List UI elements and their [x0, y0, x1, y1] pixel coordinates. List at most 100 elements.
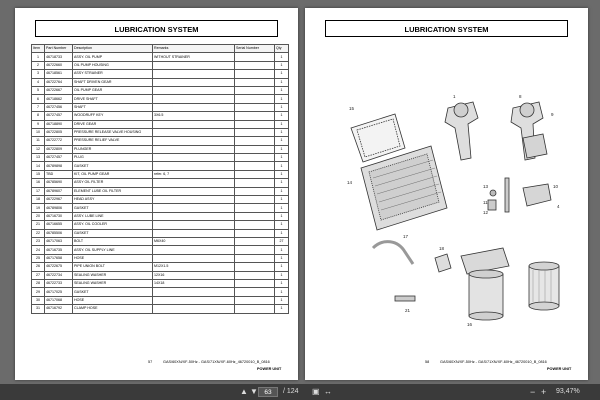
table-cell: HEAD ASSY — [72, 195, 153, 205]
zoom-in-icon[interactable]: + — [541, 387, 547, 397]
table-cell: 46785690 — [44, 178, 73, 188]
table-cell: 10 — [31, 127, 45, 138]
unit-label: POWER UNIT — [257, 367, 282, 371]
table-cell: 7 — [31, 102, 45, 113]
table-cell: 1 — [274, 278, 289, 289]
filter-head-part — [460, 247, 510, 275]
table-cell — [234, 136, 275, 146]
table-cell: 46716735 — [44, 245, 73, 255]
table-cell: 1 — [274, 153, 289, 163]
table-cell — [234, 211, 275, 222]
table-cell: OIL PUMP GEAR — [72, 85, 153, 96]
table-cell — [234, 236, 275, 247]
table-cell: 1 — [274, 69, 289, 79]
table-cell: 46717025 — [44, 287, 73, 297]
table-cell: 1 — [274, 253, 289, 264]
table-cell: 1 — [274, 94, 289, 104]
table-cell — [234, 195, 275, 205]
table-cell: 11 — [31, 136, 45, 146]
table-cell: 1 — [31, 52, 45, 62]
table-cell: 1 — [274, 304, 289, 314]
table-cell — [234, 262, 275, 272]
table-cell: HOSE — [72, 295, 153, 306]
table-cell: 28 — [31, 278, 45, 289]
viewer-toolbar: ▲ ▼ 63 / 124 ▣ ↔ − + 93,47% — [0, 384, 600, 400]
table-cell: 46718662 — [44, 94, 73, 104]
table-cell — [152, 102, 235, 113]
table-cell — [152, 136, 235, 146]
table-cell: 14X18 — [152, 278, 235, 289]
callout-label: 12 — [483, 210, 489, 215]
table-cell: 29 — [31, 287, 45, 297]
table-cell: 1 — [274, 211, 289, 222]
table-cell: M12X1.5 — [152, 262, 235, 272]
table-cell: GASKET — [72, 228, 153, 239]
table-cell — [234, 304, 275, 314]
table-cell — [234, 228, 275, 239]
table-cell — [234, 144, 275, 155]
table-cell: 1 — [274, 77, 289, 87]
table-cell: 2 — [31, 60, 45, 71]
table-cell: ASSY. LUBE LINE — [72, 211, 153, 222]
oil-pump-part — [444, 101, 479, 161]
table-cell: 18 — [31, 195, 45, 205]
table-cell: 1 — [274, 287, 289, 297]
zoom-level[interactable]: 93,47% — [556, 388, 580, 395]
table-cell: 17 — [31, 186, 45, 197]
callout-label: 15 — [349, 106, 355, 111]
table-cell: 12 — [31, 144, 45, 155]
table-cell: 24 — [31, 245, 45, 255]
table-cell — [152, 127, 235, 138]
table-cell — [152, 144, 235, 155]
table-cell: refer. 6, 7 — [152, 169, 235, 180]
table-cell: 12X16 — [152, 270, 235, 280]
table-cell: 4 — [31, 77, 45, 87]
table-cell — [234, 77, 275, 87]
table-cell: 1 — [274, 262, 289, 272]
page-number: 57 — [148, 360, 153, 364]
table-cell: 1 — [274, 203, 289, 213]
table-cell: 1 — [274, 85, 289, 96]
table-cell: TBD — [44, 169, 73, 180]
table-cell — [234, 153, 275, 163]
fit-page-icon[interactable]: ▣ — [312, 387, 320, 396]
prev-page-icon[interactable]: ▲ — [240, 387, 248, 396]
table-cell: 46717658 — [44, 253, 73, 264]
table-cell: 14 — [31, 161, 45, 171]
table-cell — [234, 287, 275, 297]
column-header: Qty — [274, 43, 289, 54]
callout-label: 16 — [467, 322, 473, 327]
table-cell — [234, 85, 275, 96]
table-cell — [234, 127, 275, 138]
table-cell: 27 — [31, 270, 45, 280]
table-cell: SHAFT DRIVEN GEAR — [72, 77, 153, 87]
table-cell: 46789806 — [44, 203, 73, 213]
table-cell: 46722967 — [44, 195, 73, 205]
table-cell: 1 — [274, 195, 289, 205]
table-cell: 46722809 — [44, 144, 73, 155]
table-cell — [152, 186, 235, 197]
zoom-out-icon[interactable]: − — [530, 387, 536, 397]
table-cell: 30 — [31, 295, 45, 306]
fit-width-icon[interactable]: ↔ — [324, 387, 332, 396]
table-cell — [234, 186, 275, 197]
filter-element-part — [528, 265, 560, 307]
table-cell — [234, 203, 275, 213]
table-cell: 46717063 — [44, 236, 73, 247]
next-page-icon[interactable]: ▼ — [250, 387, 258, 396]
shaft-part — [504, 177, 510, 213]
page-number-input[interactable]: 63 — [258, 387, 278, 397]
table-cell — [234, 102, 275, 113]
table-cell: ASSY. OIL PUMP — [72, 52, 153, 62]
